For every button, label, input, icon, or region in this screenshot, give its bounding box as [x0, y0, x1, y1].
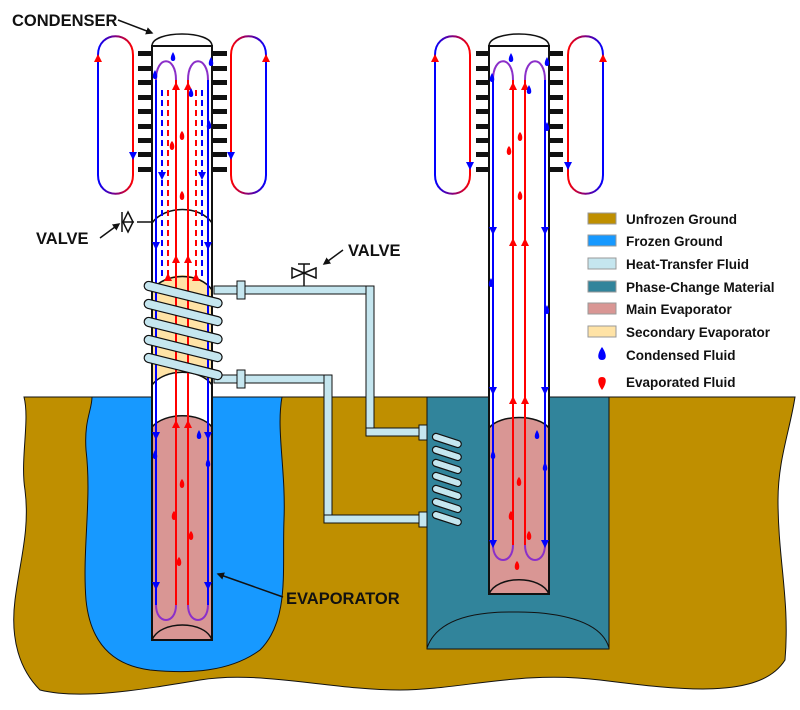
legend-item-main-evaporator: Main Evaporator — [587, 302, 733, 317]
pcm-dome — [426, 611, 610, 649]
legend-swatch-main-evaporator — [587, 302, 617, 315]
evaporator-label: EVAPORATOR — [286, 590, 400, 608]
valve-right-icon[interactable] — [291, 263, 317, 286]
condensed-drop-icon — [598, 347, 606, 360]
legend-label: Condensed Fluid — [626, 348, 736, 363]
condenser-fins-left — [138, 51, 227, 172]
valve-left-label: VALVE — [36, 230, 89, 248]
legend-label: Main Evaporator — [626, 302, 733, 317]
valve-right-pointer — [322, 249, 344, 265]
legend-swatch-unfrozen-ground — [587, 212, 617, 225]
legend-item-secondary-evaporator: Secondary Evaporator — [587, 325, 771, 340]
main-evaporator-left — [152, 415, 212, 640]
legend-label: Evaporated Fluid — [626, 375, 736, 390]
valve-left-pointer — [99, 223, 121, 239]
legend-label: Frozen Ground — [626, 234, 723, 249]
valve-left-icon[interactable] — [121, 210, 152, 234]
condenser-pointer — [117, 19, 154, 35]
main-evaporator-right — [489, 417, 549, 594]
legend-label: Heat-Transfer Fluid — [626, 257, 749, 272]
evaporated-drop-icon — [598, 377, 606, 390]
right-thermosyphon — [431, 33, 607, 595]
legend-swatch-heat-transfer-fluid — [587, 257, 617, 270]
heat-exchanger-coil-right — [431, 432, 462, 527]
legend-swatch-phase-change-material — [587, 280, 617, 293]
legend-item-unfrozen-ground: Unfrozen Ground — [587, 212, 737, 227]
legend-label: Secondary Evaporator — [626, 325, 771, 340]
legend-label: Unfrozen Ground — [626, 212, 737, 227]
valve-right-label: VALVE — [348, 242, 401, 260]
evaporator-pointer — [216, 572, 284, 598]
condenser-label: CONDENSER — [12, 12, 118, 30]
legend-swatch-secondary-evaporator — [587, 325, 617, 338]
legend-swatch-frozen-ground — [587, 234, 617, 247]
legend-item-condensed-fluid: Condensed Fluid — [598, 347, 736, 363]
legend-item-heat-transfer-fluid: Heat-Transfer Fluid — [587, 257, 749, 272]
legend-item-phase-change-material: Phase-Change Material — [587, 280, 775, 295]
legend-item-evaporated-fluid: Evaporated Fluid — [598, 375, 736, 390]
heat-exchanger-coil-left — [143, 280, 223, 381]
legend-label: Phase-Change Material — [626, 280, 775, 295]
legend-item-frozen-ground: Frozen Ground — [587, 234, 723, 249]
heat-transfer-pipes — [213, 280, 428, 528]
